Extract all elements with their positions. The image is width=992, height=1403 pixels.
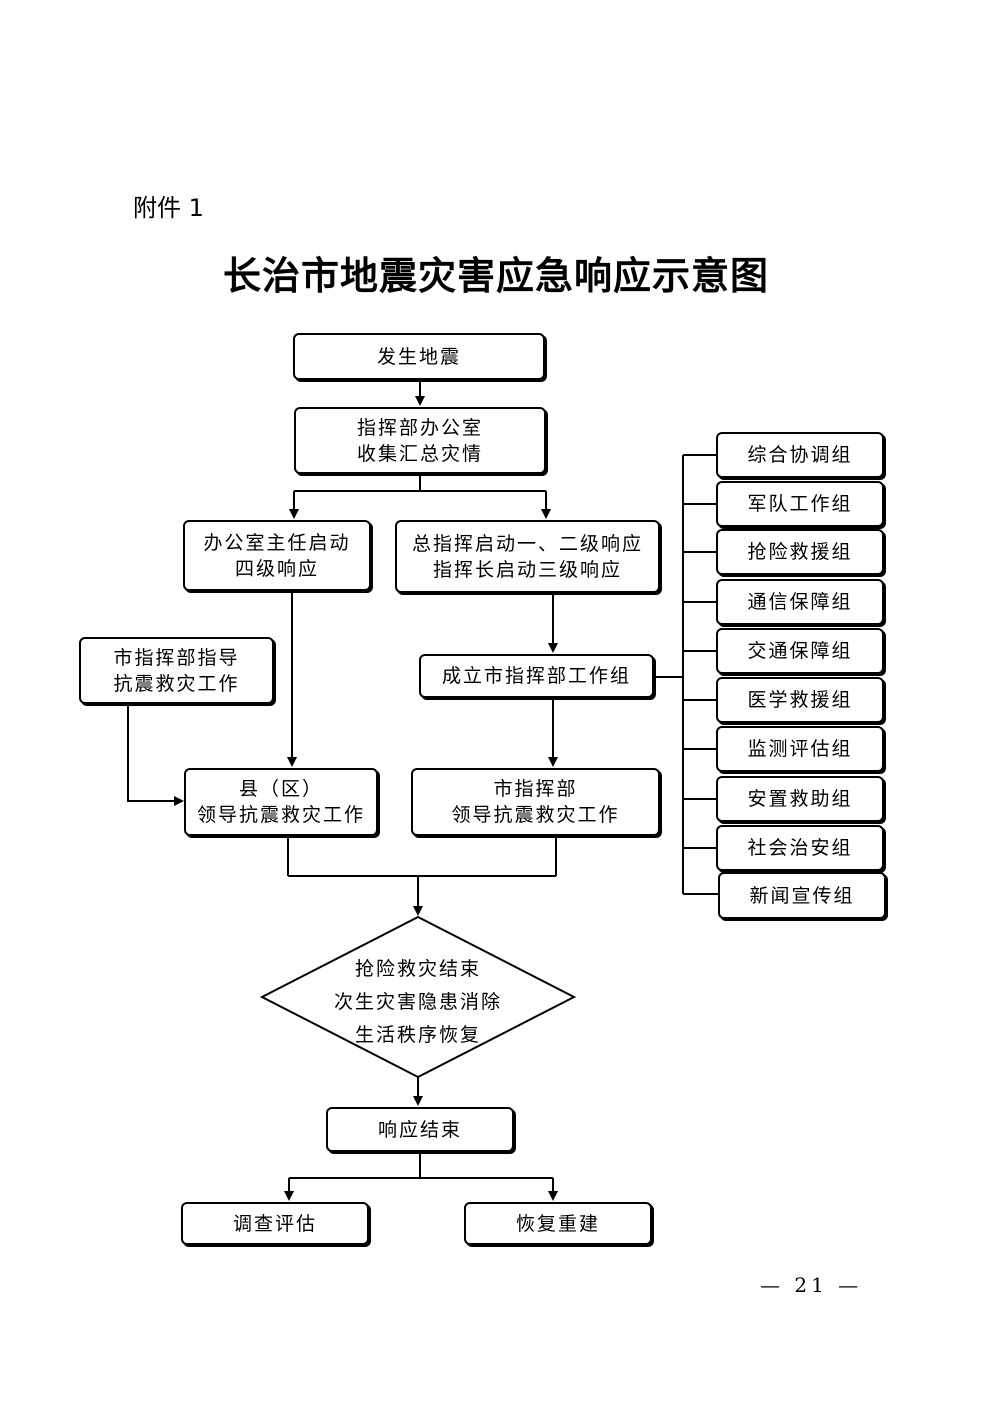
county-lead-line-2: 领导抗震救灾工作 (196, 804, 365, 826)
group-box: 社会治安组 (716, 825, 884, 871)
group-label: 通信保障组 (747, 591, 853, 613)
level4-box: 办公室主任启动 四级响应 (183, 520, 371, 591)
end-box: 响应结束 (326, 1107, 514, 1152)
level123-line-1: 总指挥启动一、二级响应 (411, 532, 643, 555)
county-lead-line-1: 县（区） (238, 778, 323, 800)
group-box: 安置救助组 (716, 776, 884, 822)
investigate-text: 调查评估 (232, 1212, 317, 1235)
start-box: 发生地震 (293, 333, 545, 380)
city-lead-box: 市指挥部 领导抗震救灾工作 (411, 768, 660, 836)
group-label: 综合协调组 (747, 444, 853, 466)
working-groups-text: 成立市指挥部工作组 (441, 665, 631, 687)
group-label: 社会治安组 (747, 837, 853, 859)
page-title: 长治市地震灾害应急响应示意图 (222, 253, 769, 298)
group-label: 监测评估组 (747, 738, 853, 760)
level4-line-2: 四级响应 (234, 557, 319, 580)
group-box: 交通保障组 (716, 628, 884, 674)
group-label: 安置救助组 (747, 788, 853, 810)
office-line-1: 指挥部办公室 (356, 416, 483, 439)
page-number: — 21 — (760, 1273, 863, 1297)
end-text: 响应结束 (377, 1118, 462, 1141)
level123-box: 总指挥启动一、二级响应 指挥长启动三级响应 (395, 520, 660, 593)
group-box: 医学救援组 (716, 677, 884, 723)
decision-line-3: 生活秩序恢复 (354, 1024, 481, 1046)
start-text: 发生地震 (376, 345, 461, 368)
group-box: 抢险救援组 (716, 529, 884, 575)
city-guide-line-2: 抗震救灾工作 (113, 672, 240, 695)
office-box: 指挥部办公室 收集汇总灾情 (294, 407, 546, 474)
group-label: 医学救援组 (747, 689, 853, 711)
city-guide-line-1: 市指挥部指导 (113, 646, 240, 669)
decision-line-2: 次生灾害隐患消除 (333, 991, 502, 1013)
attachment-label: 附件 1 (133, 194, 204, 222)
group-box: 通信保障组 (716, 579, 884, 625)
arrow-guide-county (127, 704, 184, 806)
level123-line-2: 指挥长启动三级响应 (432, 558, 622, 581)
group-box: 监测评估组 (716, 726, 884, 772)
group-box: 综合协调组 (716, 432, 884, 478)
decision-text: 抢险救灾结束 次生灾害隐患消除 生活秩序恢复 (300, 953, 536, 1052)
level4-line-1: 办公室主任启动 (203, 531, 351, 554)
decision-line-1: 抢险救灾结束 (354, 958, 481, 980)
city-lead-line-2: 领导抗震救灾工作 (451, 804, 620, 826)
investigate-box: 调查评估 (181, 1202, 369, 1245)
group-box: 军队工作组 (716, 481, 884, 527)
group-label: 新闻宣传组 (749, 884, 855, 907)
working-groups-box: 成立市指挥部工作组 (419, 654, 654, 698)
group-box: 新闻宣传组 (718, 872, 886, 919)
city-guide-box: 市指挥部指导 抗震救灾工作 (79, 637, 274, 704)
county-lead-box: 县（区） 领导抗震救灾工作 (184, 768, 378, 836)
group-label: 抢险救援组 (747, 541, 853, 563)
city-lead-line-1: 市指挥部 (493, 778, 578, 800)
rebuild-box: 恢复重建 (464, 1202, 652, 1245)
group-label: 交通保障组 (747, 640, 853, 662)
office-line-2: 收集汇总灾情 (356, 442, 483, 465)
rebuild-text: 恢复重建 (515, 1212, 600, 1235)
group-label: 军队工作组 (747, 493, 853, 515)
